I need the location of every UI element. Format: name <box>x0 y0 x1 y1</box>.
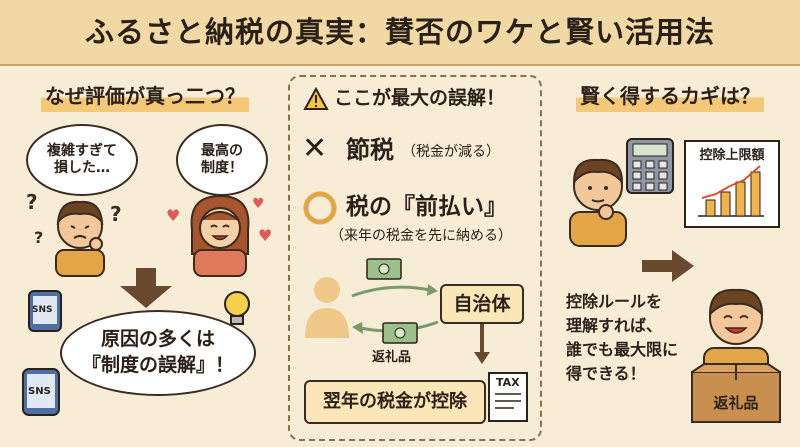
cross-note: （税金が減る） <box>402 144 500 160</box>
right-heading: 賢く得するカギは？ <box>560 80 780 112</box>
heart-icon: ♥ <box>252 196 265 212</box>
gift-box-icon <box>691 363 781 423</box>
happy-woman-icon <box>190 194 250 277</box>
down-arrow-icon <box>120 268 172 308</box>
misconception-panel <box>288 75 542 441</box>
gift-box-label: 返礼品 <box>713 394 759 412</box>
circle-text: 税の『前払い』 <box>346 194 507 220</box>
banknote-icon <box>382 322 418 344</box>
right-arrow-icon <box>642 250 694 282</box>
question-mark-icon: ? <box>110 202 122 226</box>
deduction-box: 翌年の税金が控除 <box>304 380 486 424</box>
return-gift-label: 返礼品 <box>372 350 412 365</box>
right-heading-text: 賢く得するカギは？ <box>576 80 764 112</box>
question-mark-icon: ? <box>26 190 38 214</box>
heart-icon: ♥ <box>166 206 181 225</box>
arrow-right-icon <box>351 284 438 298</box>
person-silhouette-icon <box>305 277 349 338</box>
deduction-limit-chart-card <box>684 140 780 228</box>
calculator-icon <box>626 138 674 194</box>
left-heading: なぜ評価が真っ二つ？ <box>20 80 270 112</box>
thinking-man-icon <box>569 158 627 247</box>
cause-speech-bubble: 原因の多くは 『制度の誤解』！ <box>60 310 256 396</box>
cross-mark-icon: ✕ <box>302 131 328 166</box>
happy-speech-bubble: 最高の 制度！ <box>176 124 268 196</box>
banknote-icon <box>366 258 402 280</box>
cross-text: 節税 <box>346 136 394 164</box>
tax-document-icon <box>488 372 528 422</box>
rising-bar-chart-icon <box>698 165 764 217</box>
left-heading-text: なぜ評価が真っ二つ？ <box>41 80 249 112</box>
sns-label: SNS <box>32 305 53 315</box>
heart-icon: ♥ <box>258 226 273 245</box>
chart-title: 控除上限額 <box>699 148 765 163</box>
confused-man-icon <box>55 200 105 277</box>
sns-label: SNS <box>28 386 51 397</box>
center-heading: ここが最大の誤解！ <box>334 87 506 109</box>
advice-text: 控除ルールを 理解すれば、 誰でも最大限に 得できる！ <box>566 292 679 383</box>
smartphone-icon <box>28 290 62 332</box>
title-banner: ふるさと納税の真実：賛否のワケと賢い活用法 <box>0 0 800 66</box>
smartphone-icon <box>22 368 60 416</box>
question-mark-icon: ? <box>34 228 44 247</box>
warning-icon <box>303 86 329 110</box>
municipality-box: 自治体 <box>440 284 524 324</box>
confused-speech-bubble: 複雑すぎて 損した… <box>26 124 138 196</box>
lightbulb-icon <box>224 291 250 325</box>
tax-document-label: TAX <box>496 376 520 389</box>
page-title: ふるさと納税の真実：賛否のワケと賢い活用法 <box>84 15 715 49</box>
down-arrow-icon <box>474 324 490 364</box>
circle-note: （来年の税金を先に納める） <box>330 228 512 244</box>
circle-mark-icon <box>303 191 337 225</box>
